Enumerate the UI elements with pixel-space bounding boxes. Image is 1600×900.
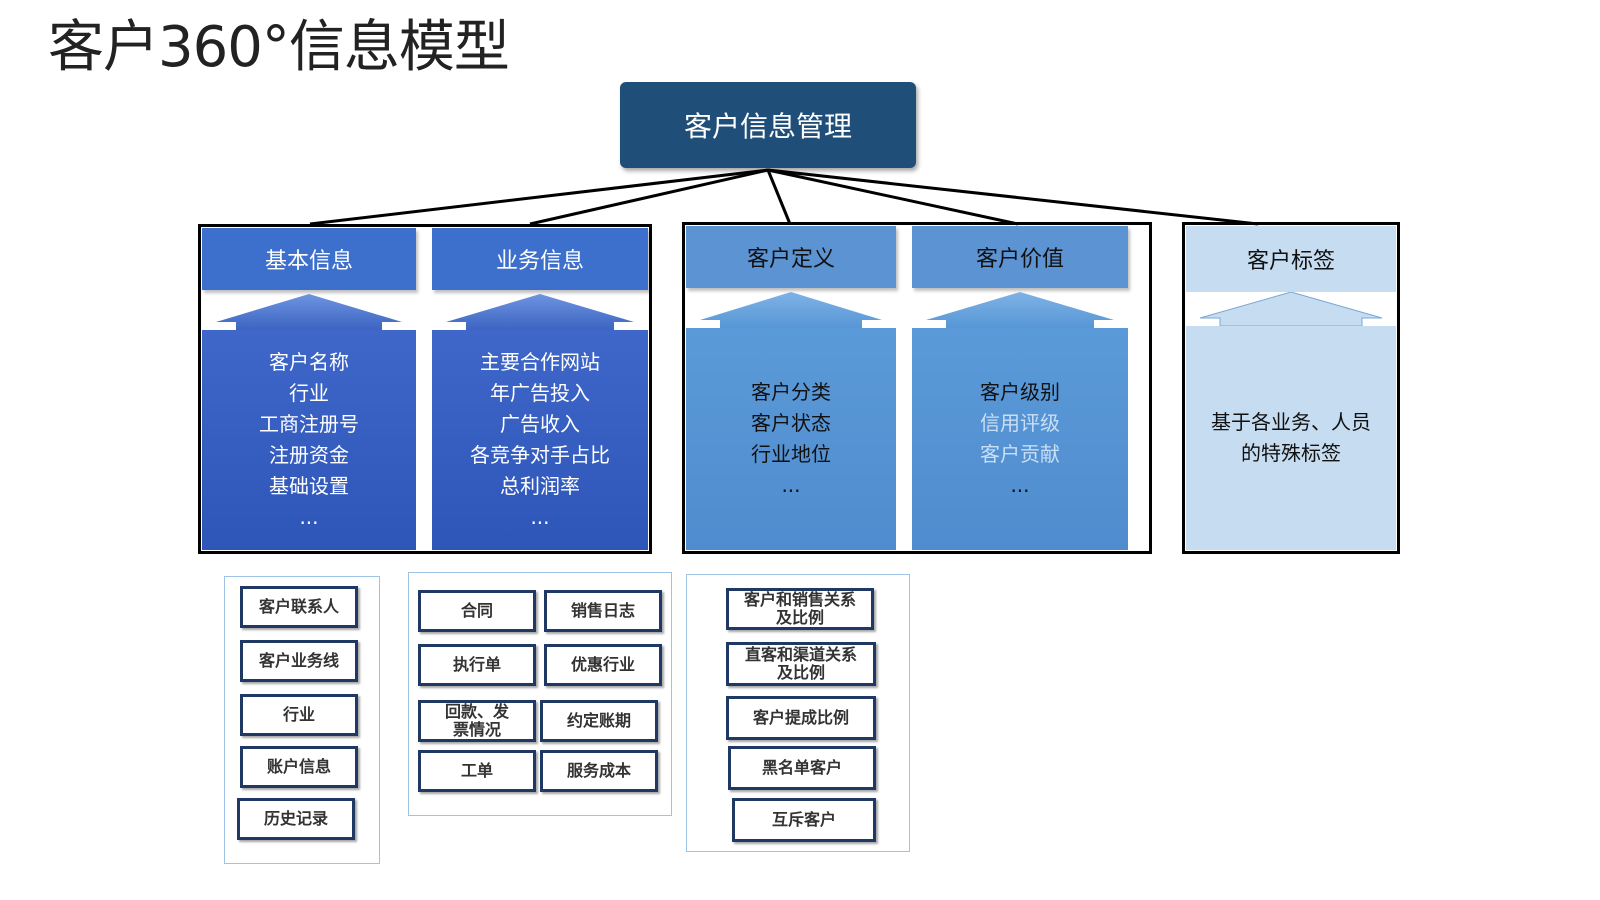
sub-item-label: 约定账期 [566, 711, 631, 730]
business-item-6: ... [530, 505, 550, 529]
sub-item-label: 服务成本 [566, 761, 631, 780]
sub-item-business-4: 优惠行业 [544, 644, 662, 686]
category-title-basic: 基本信息 [264, 249, 353, 274]
page-title: 客户360°信息模型 [48, 15, 510, 80]
business-item-1: 主要合作网站 [480, 350, 600, 374]
category-body-business: 主要合作网站 年广告投入 广告收入 各竞争对手占比 总利润率 ... [432, 330, 648, 550]
sub-item-label: 客户提成比例 [752, 708, 849, 727]
sub-item-definition-5: 互斥客户 [732, 798, 876, 842]
sub-item-business-1: 合同 [418, 590, 536, 632]
tags-item-2: 的特殊标签 [1241, 441, 1341, 465]
sub-item-business-7: 工单 [418, 750, 536, 792]
sub-item-label: 客户和销售关系及比例 [743, 590, 856, 627]
category-header-basic: 基本信息 [202, 228, 416, 290]
basic-item-6: ... [299, 505, 319, 529]
sub-item-label: 客户业务线 [258, 651, 339, 670]
sub-item-business-3: 执行单 [418, 644, 536, 686]
category-header-tags: 客户标签 [1186, 226, 1396, 292]
tags-item-1: 基于各业务、人员 [1211, 410, 1371, 434]
definition-item-2: 客户状态 [751, 411, 831, 435]
sub-item-label: 执行单 [452, 655, 501, 674]
sub-item-label: 互斥客户 [771, 810, 836, 829]
sub-item-label: 历史记录 [263, 809, 328, 828]
arrow-up-value [926, 292, 1114, 328]
basic-item-4: 注册资金 [269, 443, 349, 467]
definition-item-3: 行业地位 [751, 442, 831, 466]
sub-item-definition-2: 直客和渠道关系及比例 [726, 642, 876, 686]
sub-item-basic-1: 客户联系人 [240, 586, 358, 628]
sub-item-label: 回款、发票情况 [444, 702, 509, 739]
sub-item-business-5: 回款、发票情况 [418, 700, 536, 742]
basic-item-5: 基础设置 [269, 474, 349, 498]
category-body-tags: 基于各业务、人员 的特殊标签 [1186, 326, 1396, 550]
sub-item-business-6: 约定账期 [540, 700, 658, 742]
basic-item-1: 客户名称 [269, 350, 349, 374]
value-item-1: 客户级别 [980, 380, 1060, 404]
sub-item-definition-3: 客户提成比例 [726, 696, 876, 740]
definition-item-1: 客户分类 [751, 380, 831, 404]
category-body-basic: 客户名称 行业 工商注册号 注册资金 基础设置 ... [202, 330, 416, 550]
category-body-definition: 客户分类 客户状态 行业地位 ... [686, 328, 896, 550]
sub-item-label: 账户信息 [266, 757, 331, 776]
sub-item-definition-4: 黑名单客户 [728, 746, 876, 790]
category-title-tags: 客户标签 [1246, 249, 1335, 274]
arrow-up-basic [216, 294, 402, 330]
business-item-5: 总利润率 [500, 474, 580, 498]
root-node: 客户信息管理 [620, 82, 916, 168]
group-frame-basic-business [198, 224, 652, 554]
sub-item-basic-5: 历史记录 [237, 798, 355, 840]
business-item-2: 年广告投入 [490, 381, 590, 405]
definition-item-4: ... [781, 473, 801, 497]
sub-item-basic-4: 账户信息 [240, 746, 358, 788]
basic-item-3: 工商注册号 [259, 412, 359, 436]
sub-item-business-2: 销售日志 [544, 590, 662, 632]
sub-item-label: 优惠行业 [570, 655, 635, 674]
sub-item-label: 合同 [460, 601, 493, 620]
category-header-value: 客户价值 [912, 226, 1128, 288]
sub-item-label: 销售日志 [570, 601, 635, 620]
sub-item-business-8: 服务成本 [540, 750, 658, 792]
group-frame-definition-value [682, 222, 1152, 554]
category-title-value: 客户价值 [975, 247, 1064, 272]
sub-item-basic-2: 客户业务线 [240, 640, 358, 682]
group-frame-tags [1182, 222, 1400, 554]
business-item-3: 广告收入 [500, 412, 580, 436]
basic-item-2: 行业 [289, 381, 329, 405]
category-header-definition: 客户定义 [686, 226, 896, 288]
arrow-up-definition [700, 292, 882, 328]
sub-item-label: 行业 [282, 705, 315, 724]
root-label: 客户信息管理 [683, 110, 852, 143]
arrow-up-tags [1199, 292, 1383, 326]
category-body-value: 客户级别 信用评级 客户贡献 ... [912, 328, 1128, 550]
category-title-business: 业务信息 [495, 249, 584, 274]
sub-item-definition-1: 客户和销售关系及比例 [726, 588, 874, 630]
sub-item-label: 直客和渠道关系及比例 [744, 645, 857, 682]
sub-item-label: 工单 [460, 761, 493, 780]
category-header-business: 业务信息 [432, 228, 648, 290]
sub-item-label: 黑名单客户 [761, 758, 842, 777]
value-item-2: 信用评级 [980, 411, 1060, 435]
value-item-4: ... [1010, 473, 1030, 497]
arrow-up-business [446, 294, 634, 330]
business-item-4: 各竞争对手占比 [470, 443, 610, 467]
sub-item-label: 客户联系人 [258, 597, 339, 616]
sub-item-basic-3: 行业 [240, 694, 358, 736]
category-title-definition: 客户定义 [746, 247, 835, 272]
value-item-3: 客户贡献 [980, 442, 1060, 466]
